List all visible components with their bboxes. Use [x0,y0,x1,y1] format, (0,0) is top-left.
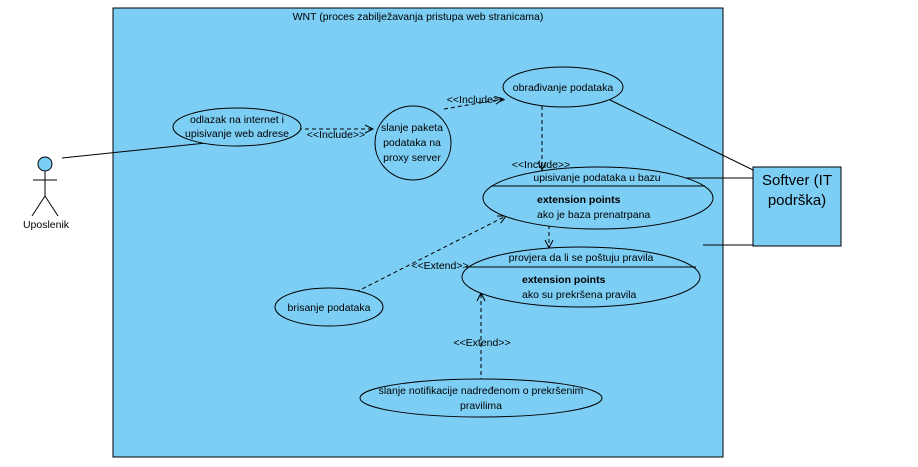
usecase-internet-line1: odlazak na internet i [190,114,284,126]
usecase-rules-ext-heading: extension points [522,274,606,286]
include-proxy-processing-label: <<Include>> [447,94,505,106]
software-box [752,166,842,247]
usecase-rules-ext-point: ako su prekršena pravila [522,289,637,301]
usecase-delete-label: brisanje podataka [288,302,371,314]
extend-delete-database [355,216,506,293]
software-label-line1: Softver (IT [762,172,832,189]
usecase-proxy-line3: proxy server [383,152,441,164]
usecase-proxy-line1: slanje paketa [381,122,443,134]
usecase-proxy[interactable]: slanje paketa podataka na proxy server [374,105,452,181]
include-internet-proxy-label: <<Include>> [307,129,365,141]
usecase-notify-line2: pravilima [460,400,502,412]
usecase-processing-label: obrađivanje podataka [513,82,614,94]
usecase-rules-title: provjera da li se poštuju pravila [509,252,654,264]
association-employee-internet [61,142,207,159]
extend-notify-label: <<Extend>> [453,337,510,349]
actor-employee-label: Uposlenik [23,219,70,231]
usecase-rules[interactable]: provjera da li se poštuju pravila extens… [461,246,701,308]
association-processing-software [609,99,754,171]
software-label-line2: podrška) [768,192,826,209]
usecase-proxy-line2: podataka na [383,137,441,149]
include-proxy-processing [443,99,503,110]
stick-figure-icon [37,156,53,172]
usecase-database-ext-heading: extension points [537,194,621,206]
system-title: WNT (proces zabilježavanja pristupa web … [293,11,544,23]
usecase-notify[interactable]: slanje notifikacije nadređenom o prekrše… [359,378,603,418]
usecase-processing[interactable]: obrađivanje podataka [502,66,624,108]
usecase-database-ext-point: ako je baza prenatrpana [537,209,650,221]
usecase-database[interactable]: upisivanje podataka u bazu extension poi… [482,166,714,230]
usecase-delete[interactable]: brisanje podataka [274,287,384,327]
usecase-internet[interactable]: odlazak na internet i upisivanje web adr… [172,107,302,147]
usecase-database-title: upisivanje podataka u bazu [533,172,660,184]
actor-software[interactable]: Softver (IT podrška) [752,166,842,247]
extend-delete-label: <<Extend>> [411,260,468,272]
usecase-notify-line1: slanje notifikacije nadređenom o prekrše… [379,385,584,397]
actor-employee[interactable]: Uposlenik [23,156,70,231]
usecase-internet-line2: upisivanje web adrese [185,128,289,140]
include-processing-database-label: <<Include>> [512,159,570,171]
